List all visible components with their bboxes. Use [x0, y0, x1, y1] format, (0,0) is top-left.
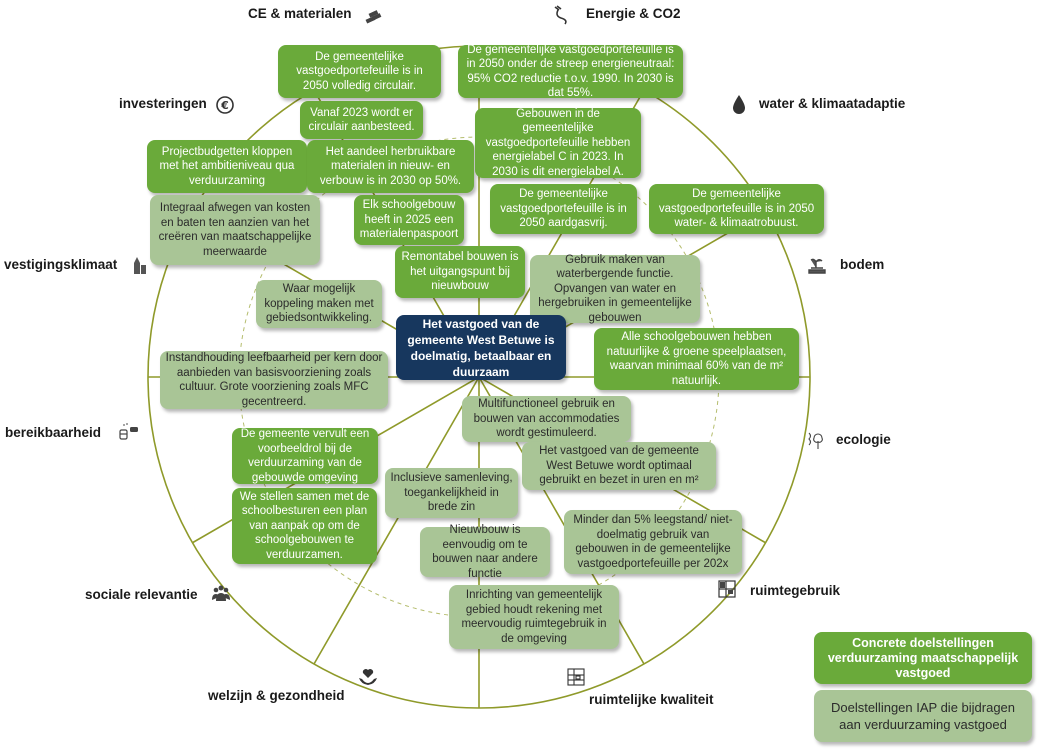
- soil-icon: [808, 258, 826, 274]
- goal-projectbudgetten: Projectbudgetten kloppen met het ambitie…: [147, 140, 307, 193]
- goal-integraal-afwegen: Integraal afwegen van kosten en baten te…: [150, 195, 320, 265]
- goal-energieneutraal: De gemeentelijke vastgoedportefeuille is…: [458, 44, 683, 99]
- buildings-icon: [134, 257, 146, 274]
- theme-label-ce-materialen: CE & materialen: [248, 6, 352, 21]
- goal-klimaatrobuust: De gemeentelijke vastgoedportefeuille is…: [649, 184, 824, 234]
- goal-circulair-2050: De gemeentelijke vastgoedportefeuille is…: [278, 45, 441, 98]
- goal-materialenpaspoort: Elk schoolgebouw heeft in 2025 een mater…: [354, 195, 464, 245]
- goal-schoolbesturen: We stellen samen met de schoolbesturen e…: [232, 488, 377, 564]
- goal-meervoudig-ruimtegebruik: Inrichting van gemeentelijk gebied houdt…: [449, 585, 619, 649]
- theme-label-bodem: bodem: [840, 257, 885, 272]
- water-drop-icon: [733, 95, 745, 114]
- euro-icon: €: [216, 96, 234, 114]
- central-vision: Het vastgoed van de gemeente West Betuwe…: [396, 315, 566, 380]
- spoke-210: [313, 376, 480, 665]
- theme-label-ecologie: ecologie: [836, 432, 891, 447]
- goal-multifunctioneel: Multifunctioneel gebruik en bouwen van a…: [462, 396, 631, 442]
- theme-label-welzijn-gezondheid: welzijn & gezondheid: [208, 688, 345, 703]
- theme-label-bereikbaarheid: bereikbaarheid: [5, 425, 102, 440]
- goal-leegstand: Minder dan 5% leegstand/ niet-doelmatig …: [564, 510, 742, 574]
- goal-speelplaatsen: Alle schoolgebouwen hebben natuurlijke &…: [594, 328, 799, 390]
- goal-waterbergend: Gebruik maken van waterbergende functie.…: [530, 254, 700, 324]
- people-icon: [212, 585, 230, 601]
- grid-plan-icon: [567, 668, 585, 686]
- goal-leefbaarheid: Instandhouding leefbaarheid per kern doo…: [160, 351, 388, 409]
- theme-label-water-klimaatadaptie: water & klimaatadaptie: [759, 96, 906, 111]
- floorplan-icon: [718, 580, 736, 598]
- theme-label-ruimtegebruik: ruimtegebruik: [750, 583, 841, 598]
- legend-concrete-goals: Concrete doelstellingen verduurzaming ma…: [814, 632, 1032, 684]
- theme-label-energie-co2: Energie & CO2: [586, 6, 681, 21]
- theme-label-investeringen: investeringen: [119, 96, 207, 111]
- goal-optimaal-gebruikt: Het vastgoed van de gemeente West Betuwe…: [522, 442, 716, 490]
- goal-remontabel: Remontabel bouwen is het uitgangspunt bi…: [395, 246, 525, 298]
- legend-iap-goals: Doelstellingen IAP die bijdragen aan ver…: [814, 690, 1032, 742]
- goal-inclusieve-samenleving: Inclusieve samenleving, toegankelijkheid…: [385, 468, 518, 518]
- bus-car-icon: [119, 423, 138, 440]
- goal-gebiedsontwikkeling: Waar mogelijk koppeling maken met gebied…: [256, 280, 382, 328]
- plug-icon: [554, 5, 567, 25]
- goal-aardgasvrij: De gemeentelijke vastgoedportefeuille is…: [490, 184, 637, 234]
- goal-voorbeeldrol: De gemeente vervult een voorbeeldrol bij…: [232, 428, 378, 484]
- bricks-icon: [365, 10, 382, 24]
- theme-label-sociale-relevantie: sociale relevantie: [85, 587, 198, 602]
- theme-label-ruimtelijke-kwaliteit: ruimtelijke kwaliteit: [589, 692, 714, 707]
- tree-icon: [808, 432, 823, 449]
- heart-hands-icon: [359, 669, 377, 685]
- goal-nieuwbouw-eenvoudig: Nieuwbouw is eenvoudig om te bouwen naar…: [420, 524, 550, 580]
- svg-text:€: €: [220, 99, 229, 112]
- goal-energielabel: Gebouwen in de gemeentelijke vastgoedpor…: [475, 108, 641, 178]
- theme-label-vestigingsklimaat: vestigingsklimaat: [4, 257, 118, 272]
- goal-herbruikbare-materialen: Het aandeel herbruikbare materialen in n…: [307, 140, 474, 193]
- goal-circulair-aanbesteed: Vanaf 2023 wordt er circulair aanbesteed…: [300, 101, 423, 139]
